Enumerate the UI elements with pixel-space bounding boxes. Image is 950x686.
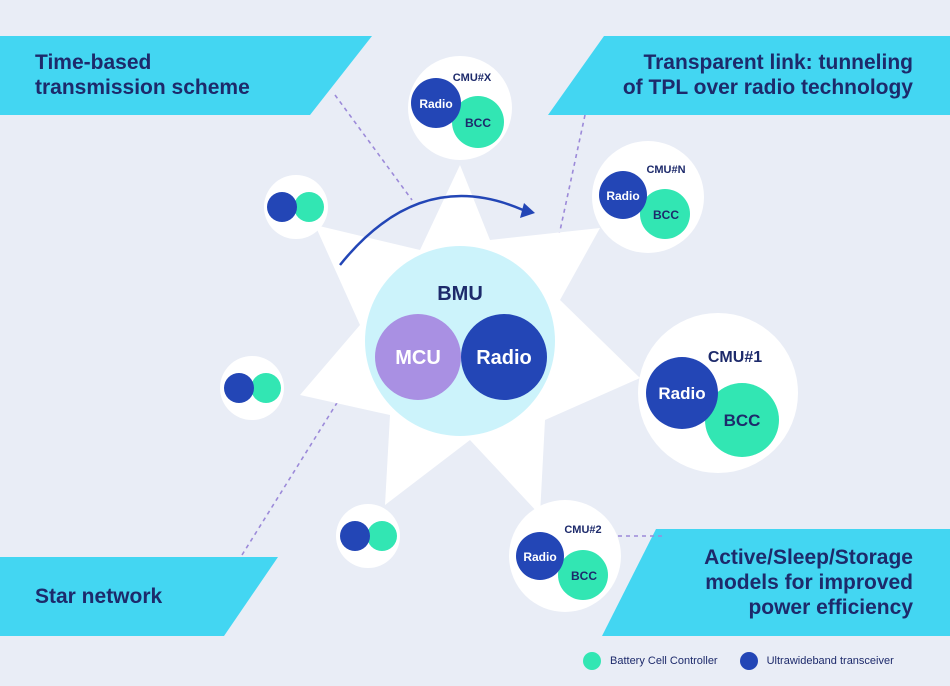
banner-transparent-link xyxy=(548,36,950,115)
bmu-title: BMU xyxy=(437,283,483,305)
connector-time-based xyxy=(334,94,413,201)
node-cmu-2: CMU#2 Radio BCC xyxy=(509,500,621,612)
bcc-label: BCC xyxy=(653,208,679,222)
node-title: CMU#1 xyxy=(708,349,762,366)
banner-line: transmission scheme xyxy=(35,76,250,99)
bcc-label: BCC xyxy=(465,116,491,130)
bcc-circle xyxy=(640,189,690,239)
rotation-arrowhead xyxy=(520,203,535,218)
radio-circle xyxy=(646,357,718,429)
banner-line: Time-based xyxy=(35,51,152,74)
connector-star-network xyxy=(241,389,346,556)
banner-power-modes xyxy=(602,529,950,636)
radio-circle xyxy=(599,171,647,219)
banner-line: models for improved xyxy=(705,571,913,594)
banner-line: Star network xyxy=(35,585,163,608)
banner-time-based xyxy=(0,36,372,115)
node-unlabeled-c xyxy=(336,504,400,568)
banner-transparent-link-text: Transparent link: tunneling of TPL over … xyxy=(623,50,913,100)
banner-star-network xyxy=(0,557,278,636)
node-title: CMU#2 xyxy=(564,524,601,536)
legend: Battery Cell Controller Ultrawideband tr… xyxy=(583,651,894,671)
dotted-connectors xyxy=(241,94,662,556)
banner-star-network-text: Star network xyxy=(35,584,162,609)
legend-label-bcc: Battery Cell Controller xyxy=(610,655,718,667)
bmu-mcu-circle xyxy=(375,314,461,400)
banner-line: power efficiency xyxy=(748,596,913,619)
radio-circle xyxy=(411,78,461,128)
radio-circle xyxy=(267,192,297,222)
bmu-radio-label: Radio xyxy=(476,347,532,369)
node-unlabeled-b xyxy=(220,356,284,420)
rotation-arrow xyxy=(339,194,524,266)
connector-transparent-link xyxy=(557,114,586,241)
radio-circle xyxy=(516,532,564,580)
radio-label: Radio xyxy=(419,97,452,111)
bcc-circle xyxy=(705,383,779,457)
node-unlabeled-a xyxy=(264,175,328,239)
banner-line: Transparent link: tunneling xyxy=(643,51,913,74)
legend-item-uwb: Ultrawideband transceiver xyxy=(739,652,894,670)
legend-label-uwb: Ultrawideband transceiver xyxy=(766,655,894,667)
node-title: CMU#X xyxy=(453,72,492,84)
radio-label: Radio xyxy=(523,550,556,564)
legend-swatch-uwb xyxy=(739,652,758,670)
banner-time-based-text: Time-based transmission scheme xyxy=(35,50,250,100)
node-cmu-1: CMU#1 Radio BCC xyxy=(638,313,798,473)
bcc-circle xyxy=(558,550,608,600)
radio-circle xyxy=(224,373,254,403)
bcc-circle xyxy=(294,192,324,222)
radio-label: Radio xyxy=(658,384,705,403)
banner-line: of TPL over radio technology xyxy=(622,76,913,99)
bcc-circle xyxy=(452,96,504,148)
node-cmu-n: CMU#N Radio BCC xyxy=(592,141,704,253)
bcc-label: BCC xyxy=(571,569,597,583)
banner-line: Active/Sleep/Storage xyxy=(704,546,913,569)
banner-power-modes-text: Active/Sleep/Storage models for improved… xyxy=(704,545,913,620)
bmu-radio-circle xyxy=(461,314,547,400)
node-title: CMU#N xyxy=(646,164,685,176)
bcc-label: BCC xyxy=(724,411,761,430)
bcc-circle xyxy=(251,373,281,403)
radio-circle xyxy=(340,521,370,551)
node-cmu-x: CMU#X Radio BCC xyxy=(408,56,512,160)
bmu-mcu-label: MCU xyxy=(395,347,441,369)
bcc-circle xyxy=(367,521,397,551)
legend-item-bcc: Battery Cell Controller xyxy=(583,652,718,670)
radio-label: Radio xyxy=(606,189,639,203)
legend-swatch-bcc xyxy=(583,652,601,670)
